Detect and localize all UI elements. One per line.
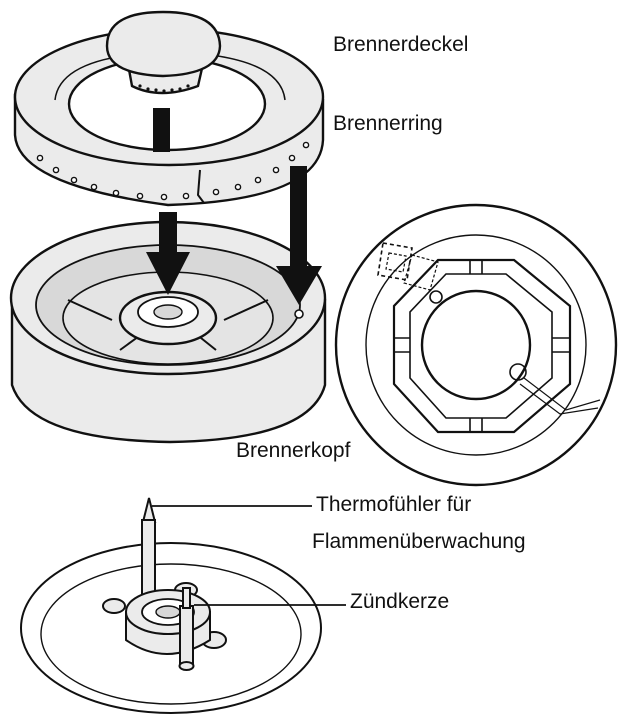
assembly-arrows (146, 166, 322, 305)
label-burner-cap: Brennerdeckel (333, 33, 469, 56)
leader-lines (152, 505, 346, 606)
label-burner-ring: Brennerring (333, 112, 443, 135)
label-burner-head: Brennerkopf (236, 439, 351, 462)
ring-flame-ports (36, 141, 310, 201)
cap-guide-bar (153, 108, 170, 152)
burner-head (9, 220, 327, 444)
label-thermocouple-line1: Thermofühler für (316, 493, 472, 516)
label-spark-plug: Zündkerze (350, 590, 450, 613)
label-thermocouple-line2: Flammenüberwachung (312, 530, 526, 553)
spark-plug (178, 587, 195, 671)
cap-ports (138, 84, 190, 93)
burner-cap (105, 10, 222, 95)
burner-head-top-view (334, 203, 618, 487)
